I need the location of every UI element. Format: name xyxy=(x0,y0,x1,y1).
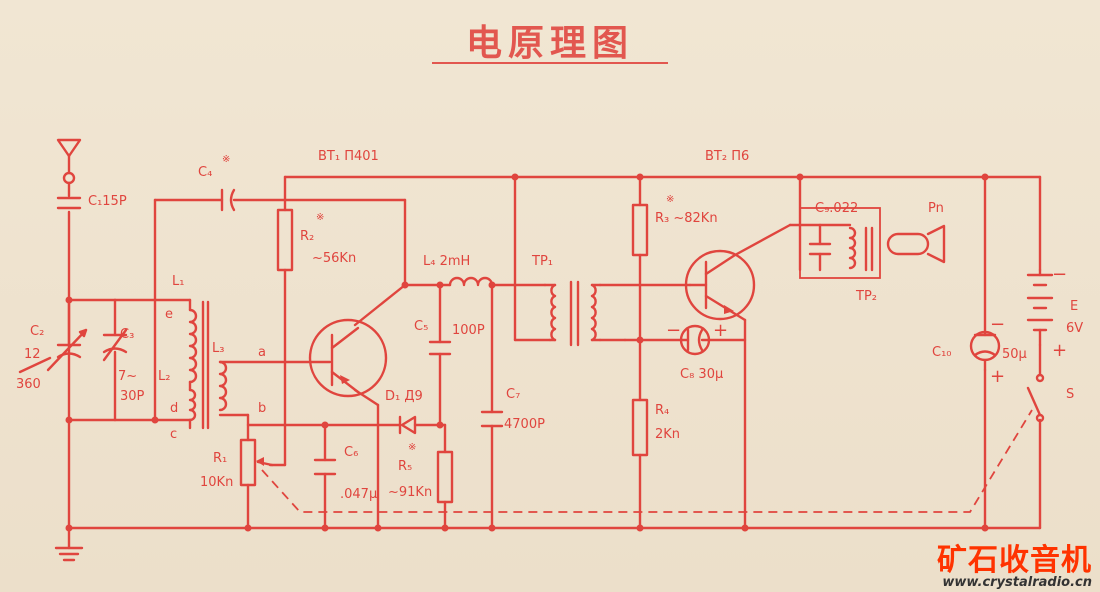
label-l2: L₂ xyxy=(158,369,170,384)
electrolytic-capacitor-c10 xyxy=(969,330,1001,372)
svg-text:※: ※ xyxy=(316,212,324,223)
ferrite-antenna-coil xyxy=(188,298,228,430)
label-c6-value: .047μ xyxy=(340,487,377,502)
label-c5: C₅ xyxy=(414,319,428,334)
label-c10-value: 50μ xyxy=(1002,347,1027,362)
label-6v: 6V xyxy=(1066,321,1083,336)
resistor-r2 xyxy=(276,208,294,272)
transistor-bt2 xyxy=(684,249,756,322)
choke-l4 xyxy=(448,276,494,287)
label-tp1: TP₁ xyxy=(531,254,553,269)
label-r4: R₄ xyxy=(655,403,669,418)
svg-text:※: ※ xyxy=(666,194,674,205)
label-r2: R₂ xyxy=(300,229,314,244)
label-b: b xyxy=(258,401,266,416)
label-s: S xyxy=(1066,387,1074,402)
label-bt1: BT₁ П401 xyxy=(318,149,379,164)
label-bt2: BT₂ П6 xyxy=(705,149,749,164)
label-r5: R₅ xyxy=(398,459,412,474)
svg-text:−: − xyxy=(990,314,1005,335)
label-c2-value-max: 360 xyxy=(16,377,41,392)
label-r5-value: ~91Kn xyxy=(388,485,432,500)
electrolytic-capacitor-c8 xyxy=(679,324,711,356)
label-c3-value-max: 30P xyxy=(120,389,145,404)
label-r2-value: ~56Kn xyxy=(312,251,356,266)
label-l1: L₁ xyxy=(172,274,184,289)
svg-text:※: ※ xyxy=(222,154,230,165)
label-c2: C₂ xyxy=(30,324,44,339)
label-d1: D₁ Д9 xyxy=(385,389,423,404)
svg-text:−: − xyxy=(666,320,681,341)
capacitor-c7 xyxy=(480,410,504,428)
watermark: 矿石收音机 www.crystalradio.cn xyxy=(937,535,1092,590)
variable-capacitor-c2 xyxy=(18,298,88,374)
switch-s xyxy=(1026,373,1045,423)
label-c8: C₈ 30μ xyxy=(680,367,723,382)
capacitor-c6 xyxy=(313,458,337,476)
label-tp2: TP₂ xyxy=(855,289,877,304)
label-c6: C₆ xyxy=(344,445,358,460)
label-e-bat: E xyxy=(1070,299,1078,314)
svg-text:+: + xyxy=(1052,340,1067,361)
svg-text:+: + xyxy=(713,320,728,341)
resistor-r3 xyxy=(631,203,649,257)
label-r1: R₁ xyxy=(213,451,227,466)
label-d: d xyxy=(170,401,178,416)
label-c1: C₁15P xyxy=(88,194,127,209)
label-c4: C₄ xyxy=(198,165,212,180)
label-c5-value: 100P xyxy=(452,323,485,338)
component-labels: BT₁ П401 BT₂ П6 C₄ ※ C₁15P R₂ ※ ~56Kn L₄… xyxy=(16,149,1083,502)
battery-e xyxy=(1026,268,1054,347)
potentiometer-r1 xyxy=(239,438,274,487)
diode-d1 xyxy=(398,415,417,435)
label-c9: C₉.022 xyxy=(815,201,858,216)
capacitor-c9 xyxy=(808,223,832,272)
label-a: a xyxy=(258,345,266,360)
label-c3-value-min: 7~ xyxy=(118,369,137,384)
capacitor-c4 xyxy=(220,188,236,212)
label-c7-value: 4700P xyxy=(504,417,545,432)
trimmer-capacitor-c3 xyxy=(102,328,128,362)
label-r1-value: 10Kn xyxy=(200,475,233,490)
label-l3: L₃ xyxy=(212,341,224,356)
transistor-bt1 xyxy=(308,318,388,398)
capacitor-c5 xyxy=(428,340,452,356)
svg-text:※: ※ xyxy=(408,442,416,453)
label-c10: C₁₀ xyxy=(932,345,952,360)
label-c3: C₃ xyxy=(120,327,134,342)
label-c7: C₇ xyxy=(506,387,520,402)
transformer-tp1 xyxy=(543,280,602,347)
svg-text:+: + xyxy=(990,366,1005,387)
svg-text:−: − xyxy=(1052,264,1067,285)
wires xyxy=(54,138,1042,562)
capacitor-c1 xyxy=(56,196,82,210)
label-c-tap: c xyxy=(170,427,177,442)
resistor-r5 xyxy=(436,450,454,504)
junctions xyxy=(65,173,989,532)
label-r4-value: 2Kn xyxy=(655,427,680,442)
transformer-tp2 xyxy=(848,226,874,272)
watermark-logo: 矿石收音机 xyxy=(937,543,1092,578)
title-underline xyxy=(432,62,668,64)
page-title: 电原理图 xyxy=(465,22,634,64)
label-pn: Pn xyxy=(928,201,944,216)
label-c2-value-min: 12 xyxy=(24,347,41,362)
resistor-r4 xyxy=(631,398,649,457)
speaker-icon xyxy=(886,224,946,264)
label-l4: L₄ 2mH xyxy=(423,254,470,269)
watermark-url: www.crystalradio.cn xyxy=(942,575,1092,590)
label-r3: R₃ ~82Kn xyxy=(655,211,718,226)
label-e: e xyxy=(165,307,173,322)
